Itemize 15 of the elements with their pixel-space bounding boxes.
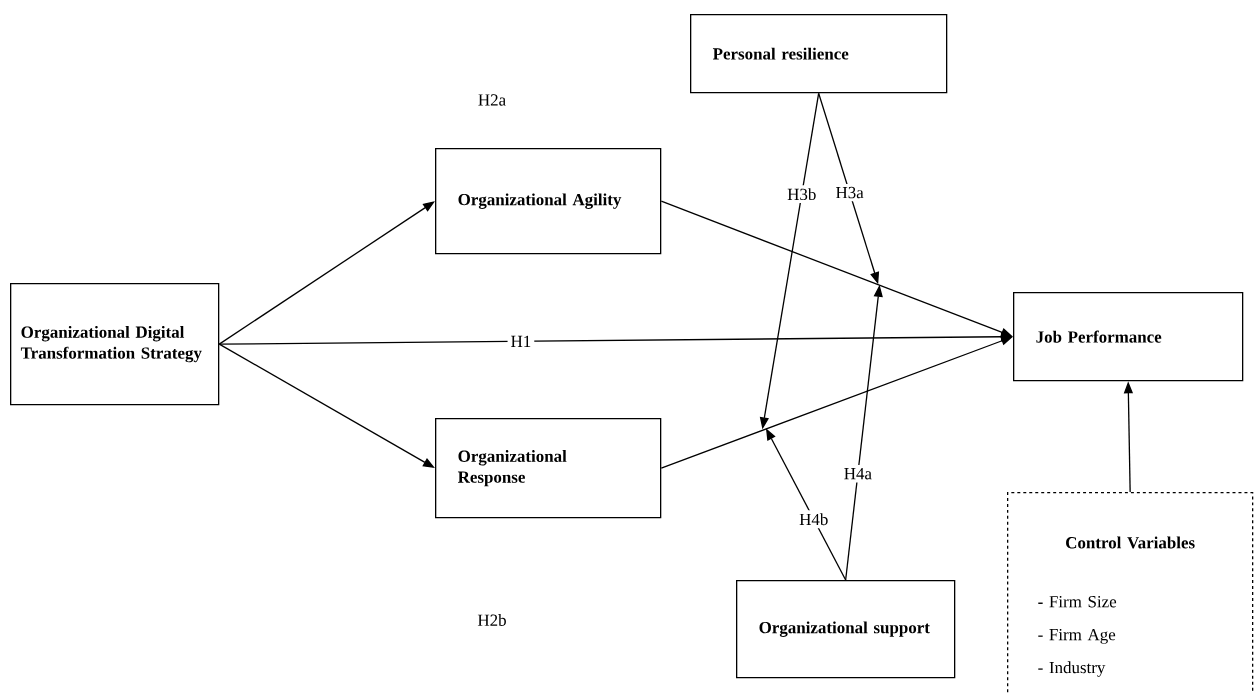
box: Organizational support (736, 580, 956, 679)
edge-label: H4a (840, 465, 875, 483)
edge-label: H4b (796, 510, 832, 529)
box: Organizational Agility (435, 148, 662, 255)
hypothesis-label: H2a (478, 94, 506, 106)
edge-label: H3a (832, 183, 867, 202)
dashed-box: Control Variables - Firm Size - Firm Age - Industry (1007, 492, 1254, 693)
hypothesis-label: H2b (477, 614, 506, 626)
box: Organizational Response (435, 418, 662, 519)
box: Personal resilience (690, 14, 948, 94)
arrow (218, 201, 435, 345)
box: Organizational Digital Transformation Strategy (10, 283, 220, 406)
box: Job Performance (1013, 292, 1244, 382)
edge-label: H1 (507, 332, 535, 350)
edge-label: H3b (784, 185, 820, 204)
